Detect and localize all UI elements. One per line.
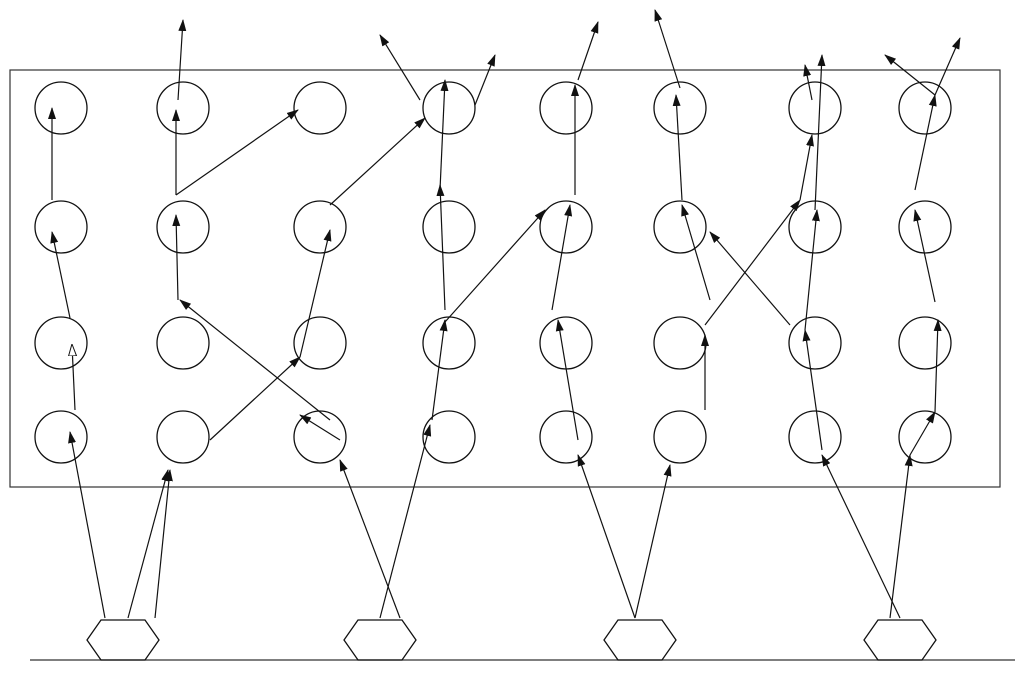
path-arrow bbox=[444, 209, 546, 323]
node-circle bbox=[788, 410, 842, 464]
path-arrow bbox=[933, 319, 942, 413]
node-circle bbox=[156, 200, 210, 254]
path-arrow bbox=[803, 64, 813, 101]
path-arrow bbox=[909, 411, 936, 456]
path-arrow bbox=[709, 231, 791, 326]
path-arrow bbox=[551, 204, 573, 311]
node-circle bbox=[539, 410, 593, 464]
path-arrow bbox=[68, 431, 106, 619]
path-arrow bbox=[329, 117, 426, 206]
node-circle bbox=[156, 316, 210, 370]
node-circle bbox=[293, 316, 347, 370]
path-arrow bbox=[439, 79, 449, 191]
node-circle bbox=[293, 200, 347, 254]
node-circle bbox=[898, 316, 952, 370]
path-arrow bbox=[799, 134, 814, 201]
node-circle bbox=[898, 410, 952, 464]
node-circle bbox=[653, 410, 707, 464]
node-circle bbox=[539, 316, 593, 370]
path-arrow bbox=[681, 204, 711, 301]
node-circle bbox=[788, 316, 842, 370]
grid-frame bbox=[9, 69, 1001, 488]
path-arrow bbox=[884, 54, 936, 96]
node-circle bbox=[653, 81, 707, 135]
path-arrow bbox=[555, 319, 579, 441]
path-arrow bbox=[379, 34, 421, 101]
path-arrow bbox=[804, 209, 820, 331]
path-arrow bbox=[127, 469, 169, 619]
node-circle bbox=[422, 410, 476, 464]
node-circle bbox=[898, 200, 952, 254]
path-arrow bbox=[436, 184, 446, 311]
source-hexagon bbox=[343, 619, 417, 661]
node-circle bbox=[156, 81, 210, 135]
path-arrow bbox=[672, 94, 683, 201]
node-circle bbox=[422, 200, 476, 254]
path-arrow bbox=[821, 454, 901, 619]
path-arrow bbox=[431, 319, 448, 421]
source-hexagon bbox=[86, 619, 160, 661]
node-circle bbox=[898, 81, 952, 135]
path-arrow bbox=[299, 414, 341, 441]
path-arrow bbox=[474, 54, 496, 106]
path-arrow bbox=[914, 94, 937, 191]
source-hexagon bbox=[863, 619, 937, 661]
node-circle bbox=[422, 316, 476, 370]
path-arrow bbox=[154, 469, 173, 619]
node-circle bbox=[293, 81, 347, 135]
path-arrow bbox=[634, 464, 672, 619]
node-circle bbox=[156, 410, 210, 464]
node-circle bbox=[34, 200, 88, 254]
node-circle bbox=[788, 81, 842, 135]
path-arrow bbox=[177, 19, 187, 101]
path-arrow bbox=[50, 231, 71, 319]
node-circle bbox=[653, 200, 707, 254]
path-arrow bbox=[72, 345, 75, 411]
node-circle bbox=[293, 410, 347, 464]
path-arrow bbox=[179, 299, 331, 421]
path-arrow bbox=[802, 329, 823, 451]
path-arrow bbox=[339, 459, 401, 619]
node-circle bbox=[539, 200, 593, 254]
path-arrow bbox=[913, 209, 936, 303]
node-circle bbox=[422, 81, 476, 135]
path-arrow bbox=[577, 454, 636, 619]
path-arrow bbox=[379, 424, 432, 619]
path-arrow bbox=[814, 54, 826, 211]
path-arrow bbox=[209, 356, 301, 441]
path-arrow bbox=[654, 9, 681, 89]
node-circle bbox=[539, 81, 593, 135]
node-circle bbox=[34, 81, 88, 135]
path-arrow bbox=[889, 454, 913, 619]
path-arrow bbox=[934, 37, 961, 96]
path-arrow bbox=[704, 199, 801, 326]
path-arrow bbox=[299, 229, 332, 358]
node-circle bbox=[34, 410, 88, 464]
source-hexagon bbox=[603, 619, 677, 661]
path-arrow bbox=[577, 21, 599, 81]
node-circle bbox=[653, 316, 707, 370]
node-circle bbox=[34, 316, 88, 370]
path-arrow bbox=[175, 109, 299, 196]
path-arrow bbox=[172, 214, 181, 301]
